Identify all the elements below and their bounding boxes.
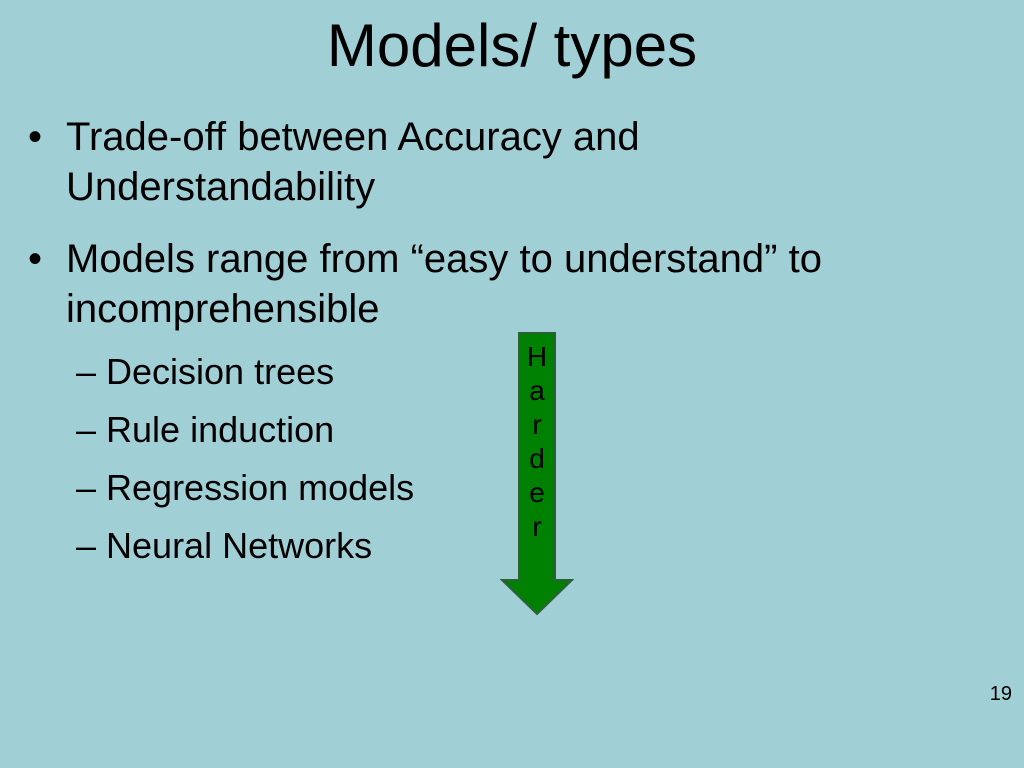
page-number: 19 (989, 683, 1012, 705)
bullet-line: incomprehensible (66, 287, 380, 331)
bullet-line: Models range from “easy to understand” t… (66, 237, 822, 281)
sub-item-neural-networks: – Neural Networks (76, 525, 373, 566)
sub-item-regression-models: – Regression models (76, 467, 415, 508)
bullet-line: Trade-off between Accuracy and (66, 115, 640, 159)
arrow-label: H a r d e r (519, 340, 555, 544)
arrow-letter: d (529, 443, 545, 474)
sub-item-decision-trees: – Decision trees (76, 351, 335, 392)
sub-item-rule-induction: – Rule induction (76, 409, 335, 450)
arrow-letter: r (532, 511, 542, 542)
slide-title: Models/ types (326, 12, 698, 79)
bullet-marker: • (28, 237, 43, 281)
arrow-letter: a (529, 375, 545, 406)
bullet-line: Understandability (66, 165, 376, 209)
arrow-letter: e (529, 477, 545, 508)
bullet-text: Models range from “easy to understand” t… (66, 234, 822, 334)
arrow-letter: H (526, 341, 548, 372)
arrow-letter: r (532, 409, 542, 440)
arrow-shape (500, 332, 574, 616)
bullet-text: Trade-off between Accuracy and Understan… (66, 112, 640, 212)
bullet-marker: • (28, 115, 43, 159)
down-arrow-icon (500, 332, 574, 616)
